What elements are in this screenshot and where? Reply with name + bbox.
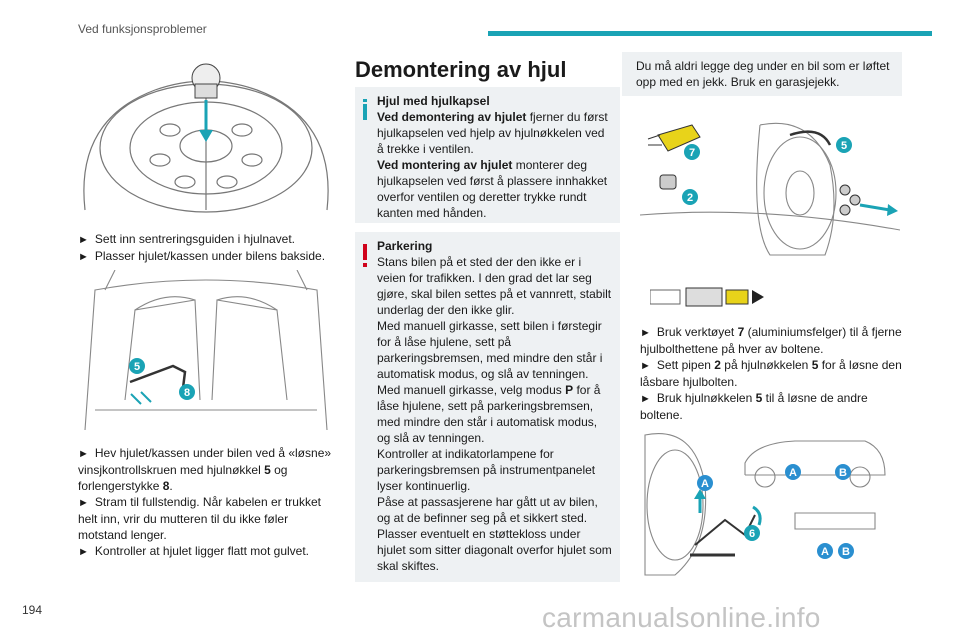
section-title: Demontering av hjul [355,57,567,82]
svg-text:5: 5 [841,140,847,152]
info-box-hubcap: Hjul med hjulkapsel Ved demontering av h… [355,87,620,223]
wheel-bolts-illustration: 7 2 5 [640,122,900,256]
col3-instructions: ►Bruk verktøyet 7 (aluminiumsfelger) til… [640,325,902,422]
col1-instructions: ►Hev hjulet/kassen under bilen ved å «lø… [78,446,332,558]
bullet-arrow-icon: ► [78,251,89,263]
svg-text:A: A [701,478,709,490]
svg-text:5: 5 [134,361,140,373]
bullet-arrow-icon: ► [78,546,89,558]
bullet-arrow-icon: ► [78,234,89,246]
svg-text:6: 6 [749,528,755,540]
bullet-arrow-icon: ► [78,448,89,460]
bullet-arrow-icon: ► [640,327,651,339]
watermark: carmanualsonline.info [542,602,821,633]
header-accent-bar [488,31,932,36]
bullet-arrow-icon: ► [78,497,89,509]
spare-wheel-illustration [83,63,329,213]
svg-text:B: B [842,546,850,558]
svg-text:A: A [789,467,797,479]
jack-points-illustration: A 6 A B A B [644,433,886,576]
svg-text:2: 2 [687,192,693,204]
page-number: 194 [22,603,43,617]
svg-text:8: 8 [184,387,190,399]
trunk-winch-illustration: 5 8 [84,270,328,430]
notice-box-jack: Du må aldri legge deg under en bil som e… [622,52,902,96]
svg-text:B: B [839,467,847,479]
bullet-arrow-icon: ► [640,393,651,405]
socket-wrench-illustration [650,287,764,307]
col1-bullets-a: ►Sett inn sentreringsguiden i hjulnavet.… [78,232,326,263]
svg-text:A: A [821,546,829,558]
running-header: Ved funksjonsproblemer [78,22,207,36]
bullet-arrow-icon: ► [640,360,651,372]
svg-text:7: 7 [689,147,695,159]
warning-box-parking: Parkering Stans bilen på et sted der den… [355,232,620,582]
